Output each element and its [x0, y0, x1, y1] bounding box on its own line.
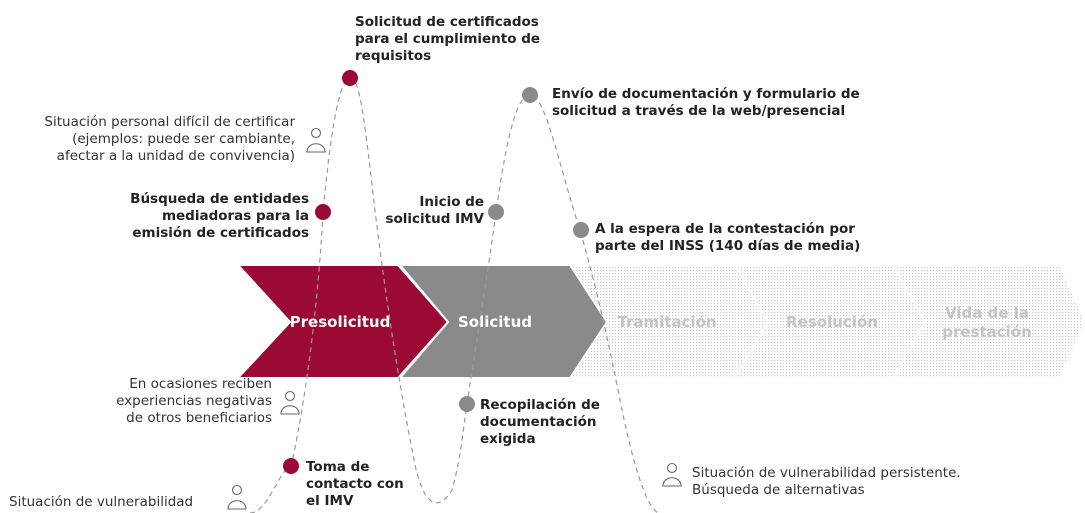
step-label-espera: A la espera de la contestación por parte… — [595, 221, 861, 254]
step-label-entidades: Búsqueda de entidades mediadoras para la… — [130, 191, 309, 241]
step-label-envio: Envío de documentación y formulario de s… — [552, 86, 860, 119]
stage-label-vida-line2: prestación — [942, 323, 1032, 341]
person-icon — [306, 127, 326, 153]
note-experiencias: En ocasiones reciben experiencias negati… — [116, 376, 272, 426]
step-dot-entidades — [315, 204, 331, 220]
note-situacion-personal: Situación personal difícil de certificar… — [44, 114, 295, 164]
step-label-recopilacion: Recopilación de documentación exigida — [480, 397, 600, 447]
stage-presolicitud-chevron — [235, 264, 450, 379]
note-vulnerabilidad: Situación de vulnerabilidad — [9, 494, 194, 510]
person-icon — [280, 390, 300, 415]
stage-label-vida: Vida de la — [945, 304, 1029, 322]
step-label-toma: Toma de contacto con el IMV — [306, 459, 404, 509]
note-persistente: Situación de vulnerabilidad persistente.… — [692, 465, 961, 498]
stage-label-resolucion: Resolución — [786, 313, 878, 331]
stage-label-tramitacion: Tramitación — [617, 313, 716, 331]
person-icon — [227, 484, 247, 510]
step-dot-envio — [522, 87, 538, 103]
step-dot-toma — [283, 458, 299, 474]
step-dot-certificados — [342, 70, 358, 86]
stage-label-presolicitud: Presolicitud — [290, 313, 391, 331]
stage-label-solicitud: Solicitud — [458, 313, 532, 331]
step-dot-inicio — [488, 204, 504, 220]
person-icon — [662, 462, 682, 487]
step-label-inicio: Inicio de solicitud IMV — [385, 194, 484, 227]
journey-curve — [249, 77, 659, 513]
step-label-certificados: Solicitud de certificados para el cumpli… — [355, 14, 541, 64]
step-dot-recopilacion — [459, 396, 475, 412]
step-dot-espera — [573, 222, 589, 238]
